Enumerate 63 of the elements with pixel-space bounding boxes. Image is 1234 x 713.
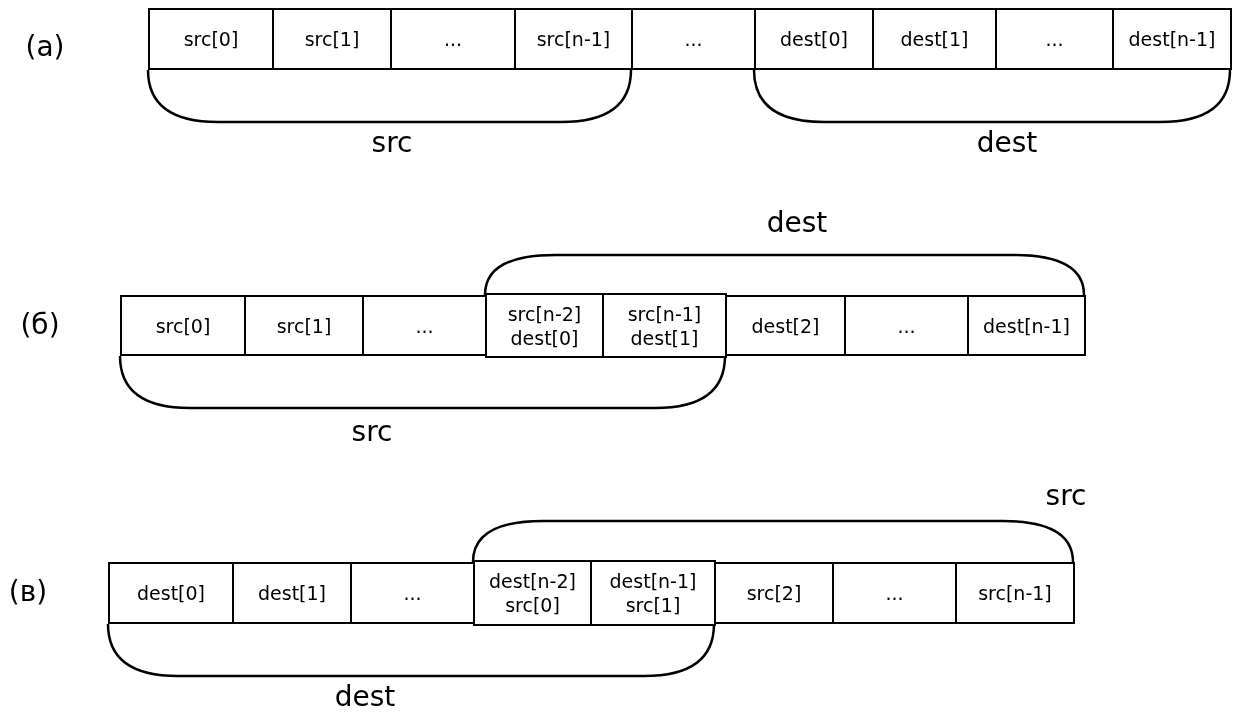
cell-text: ... — [1045, 27, 1064, 51]
brace-label: src — [371, 129, 413, 157]
cell-text: dest[n-2] — [489, 569, 576, 593]
array-cell — [473, 560, 592, 626]
array-cell — [108, 562, 234, 624]
array-cell — [272, 8, 392, 70]
row-label: (в) — [8, 578, 48, 606]
array-cell — [1112, 8, 1232, 70]
array-cell — [148, 8, 274, 70]
array-cell — [955, 562, 1075, 624]
cell-text: src[1] — [276, 313, 332, 338]
cell-text: ... — [403, 581, 422, 605]
array-cell — [844, 295, 969, 356]
cell-text: src[0] — [155, 313, 211, 338]
array-cell — [350, 562, 475, 624]
cell-text: src[0] — [183, 27, 239, 51]
cell-text: dest[1] — [630, 325, 699, 350]
brace-label: src — [1045, 482, 1087, 510]
cell-text: src[0] — [505, 593, 560, 617]
array-cell — [754, 8, 874, 70]
brace-label: dest — [766, 209, 828, 237]
cell-text: dest[1] — [258, 581, 326, 605]
cell-text: src[1] — [625, 593, 681, 617]
cell-text: dest[0] — [510, 325, 579, 350]
array-cell — [232, 562, 352, 624]
array-cell — [967, 295, 1086, 356]
array-cell — [244, 295, 364, 356]
array-cell — [872, 8, 997, 70]
array-cell — [590, 560, 716, 626]
brace-label: dest — [976, 129, 1038, 157]
array-cell — [631, 8, 756, 70]
cell-text: src[2] — [746, 581, 802, 605]
cell-text: src[1] — [304, 27, 360, 51]
cell-text: ... — [684, 27, 703, 51]
array-cell — [120, 295, 246, 356]
array-cell — [832, 562, 957, 624]
cell-text: ... — [897, 313, 916, 338]
cell-text: dest[0] — [137, 581, 205, 605]
array-cell — [485, 293, 604, 358]
cell-text: dest[0] — [780, 27, 848, 51]
cell-text: src[n-1] — [978, 581, 1052, 605]
cell-text: src[n-1] — [627, 301, 702, 326]
array-cell — [362, 295, 487, 356]
array-cell — [602, 293, 727, 358]
array-cell — [995, 8, 1114, 70]
array-cell — [725, 295, 846, 356]
cell-text: ... — [443, 27, 463, 51]
cell-text: src[n-2] — [507, 301, 582, 326]
brace-label: dest — [334, 683, 396, 711]
cell-text: dest[1] — [900, 27, 969, 51]
cell-text: dest[n-1] — [983, 313, 1070, 338]
array-cell — [714, 562, 834, 624]
cell-text: src[n-1] — [536, 27, 611, 51]
cell-text: dest[2] — [751, 313, 820, 338]
cell-text: ... — [885, 581, 904, 605]
array-cell — [390, 8, 516, 70]
row-label: (а) — [25, 33, 65, 61]
cell-text: ... — [415, 313, 434, 338]
cell-text: dest[n-1] — [609, 569, 697, 593]
brace-label: src — [351, 418, 393, 446]
array-cell — [514, 8, 633, 70]
row-label: (б) — [20, 311, 60, 339]
cell-text: dest[n-1] — [1128, 27, 1216, 51]
